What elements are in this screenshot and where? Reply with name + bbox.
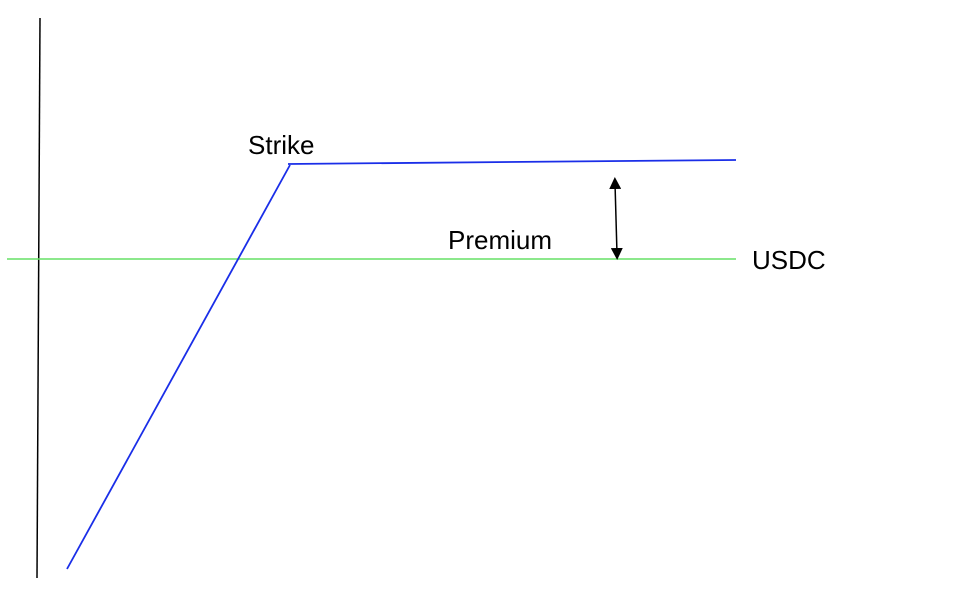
premium-label: Premium bbox=[448, 225, 553, 255]
payoff-flat bbox=[287, 159, 737, 165]
premium-arrow bbox=[609, 177, 623, 260]
usdc-label: USDC bbox=[752, 245, 826, 275]
y-axis bbox=[36, 17, 41, 579]
payoff-diagonal bbox=[66, 164, 291, 570]
strike-label: Strike bbox=[248, 130, 315, 160]
